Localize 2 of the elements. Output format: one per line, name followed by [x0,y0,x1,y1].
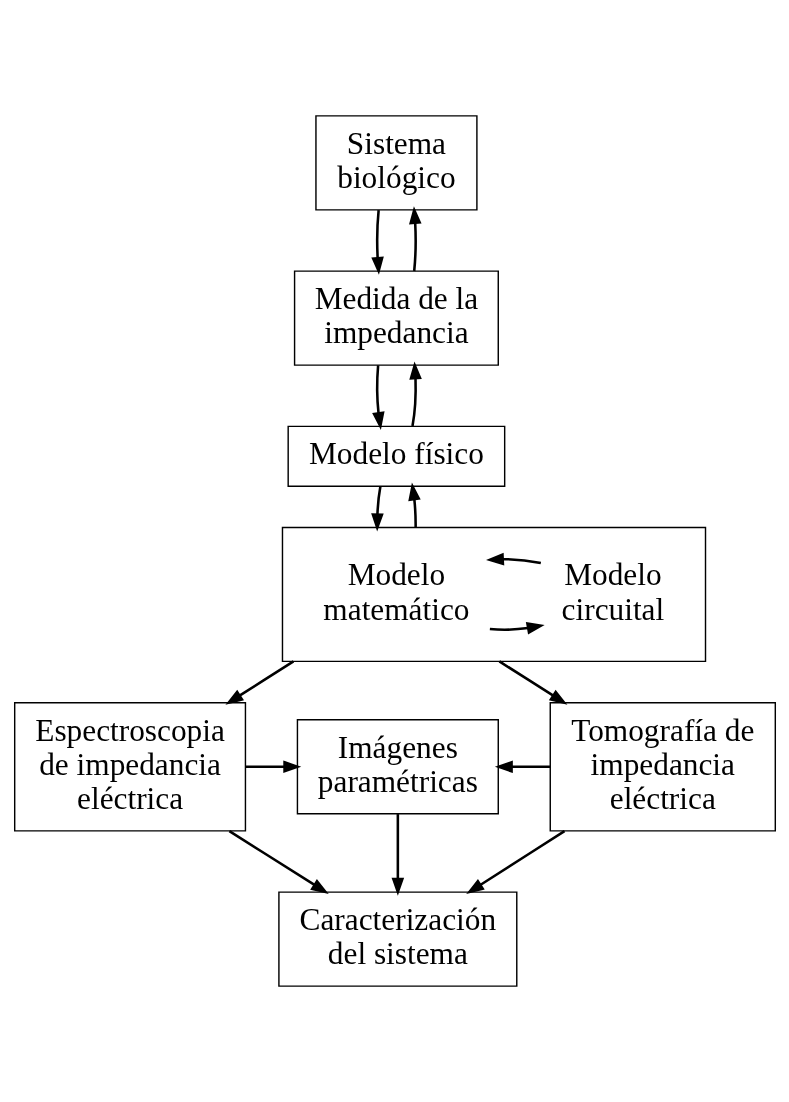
node-text: Modelo circuital [561,557,664,627]
node-text: Modelo matemático [322,557,469,627]
